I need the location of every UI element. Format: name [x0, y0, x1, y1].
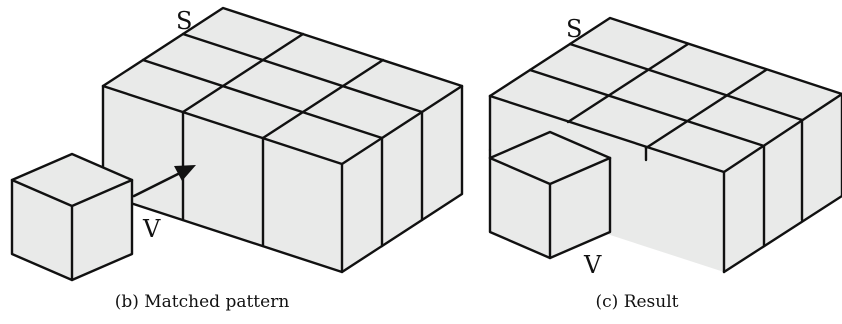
panel-c-result: S V (c) Result	[488, 15, 842, 312]
panel-b-caption: (b) Matched pattern	[115, 292, 290, 312]
block-front-face	[103, 86, 342, 272]
move-arrow	[132, 165, 196, 198]
cube-v-right-face	[72, 180, 132, 280]
result-cube-front-face	[490, 158, 550, 258]
block-grid-lines	[101, 6, 464, 274]
cube-v-front-face	[12, 180, 72, 280]
arrowhead-icon	[174, 165, 196, 181]
cube-v-edges	[10, 152, 134, 282]
panel-b-label-v: V	[142, 215, 161, 243]
result-block-grid-lines	[488, 16, 842, 274]
result-cube-right-face	[550, 158, 610, 258]
result-block-top-face	[490, 18, 842, 172]
panel-c-caption: (c) Result	[596, 292, 679, 312]
panel-b-matched-pattern: S V (b) Matched pattern	[10, 6, 464, 312]
panel-b-label-s: S	[176, 7, 192, 35]
cube-v	[10, 152, 134, 282]
block-top-face	[103, 8, 462, 164]
structure-s-block	[101, 6, 464, 274]
result-block-right-face	[724, 94, 842, 272]
panel-c-label-s: S	[566, 15, 582, 43]
block-right-face	[342, 86, 462, 272]
result-cube-v	[488, 130, 612, 260]
panel-c-label-v: V	[583, 251, 602, 279]
move-arrow-shaft	[132, 172, 180, 198]
result-cube-edges	[488, 130, 612, 260]
